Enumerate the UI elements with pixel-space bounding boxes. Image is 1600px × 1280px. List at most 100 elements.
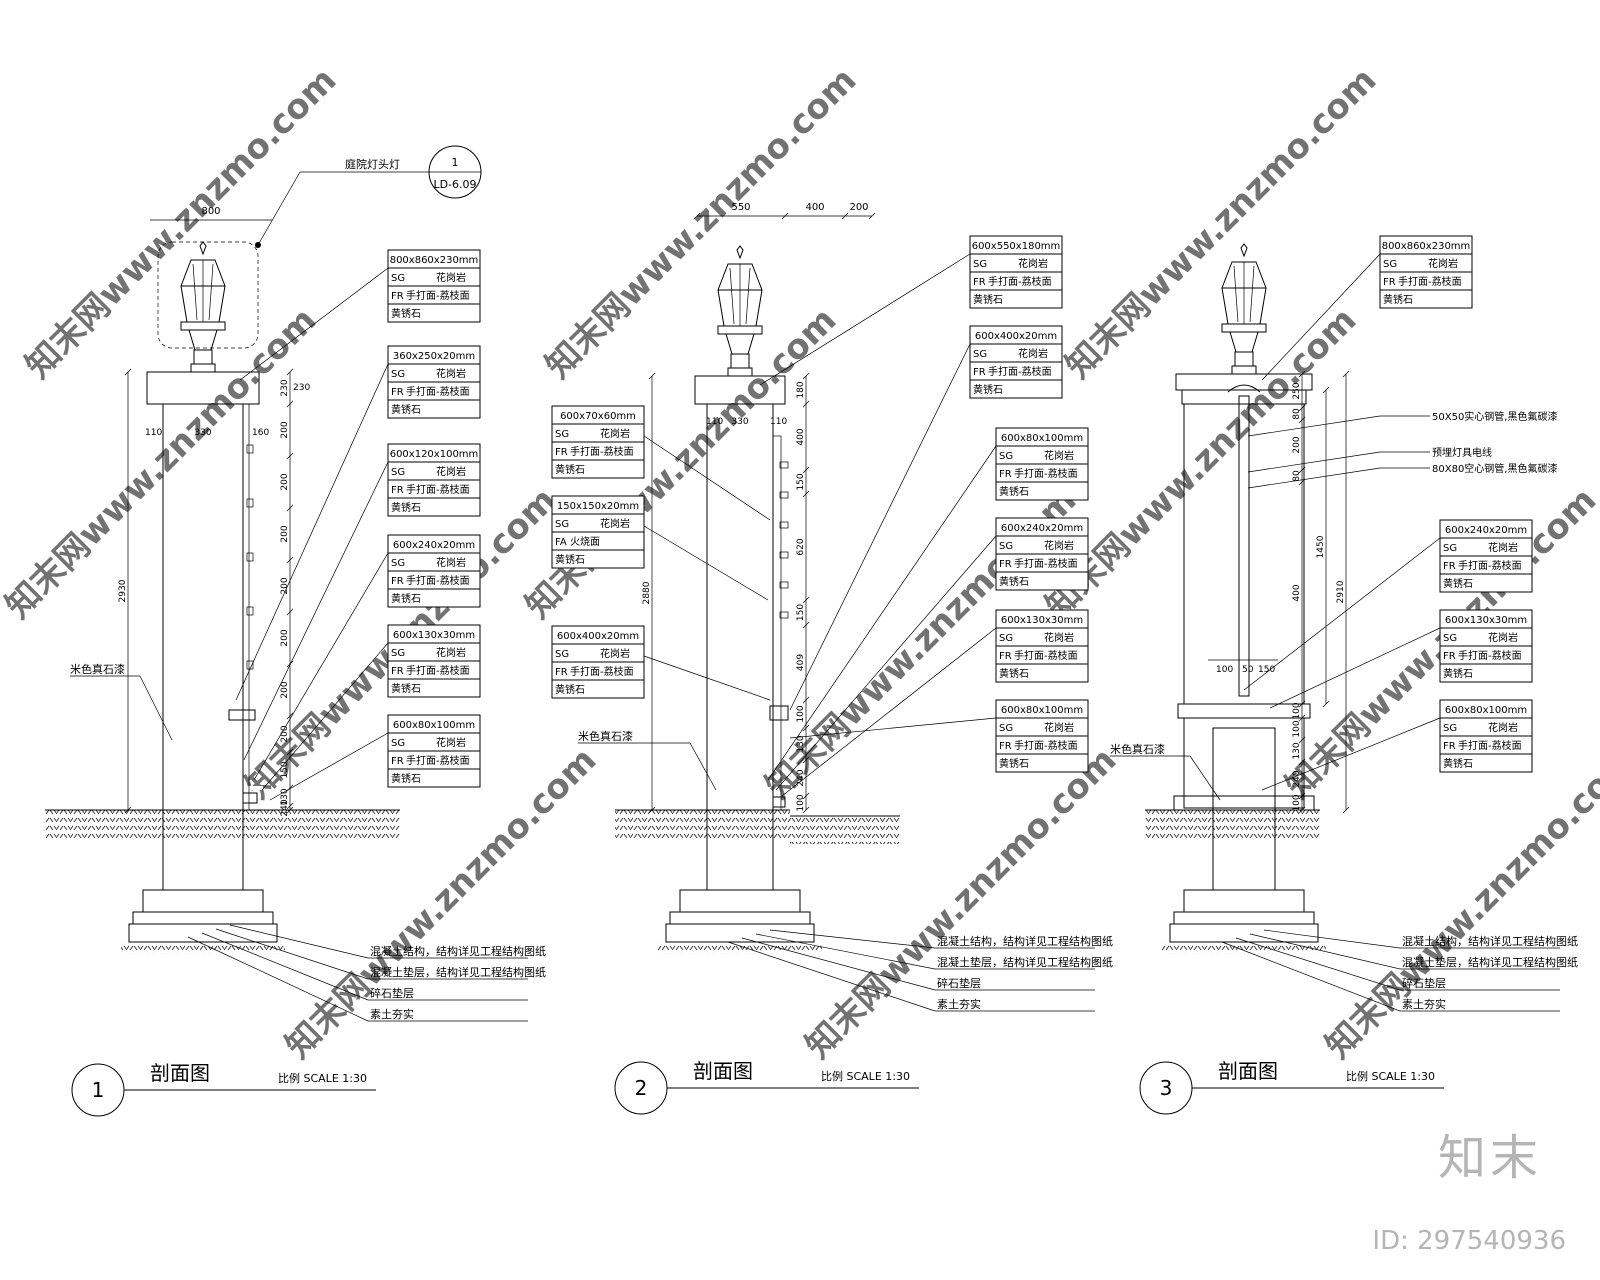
section-1: 1LD-6.09庭院灯头灯800293023020020020020020020…	[45, 145, 546, 1117]
leader-line	[643, 655, 771, 701]
spec-code: FR	[391, 291, 404, 302]
spec-text: 黄锈石	[999, 757, 1029, 770]
spec-text: 600x400x20mm	[975, 331, 1057, 342]
spec-text: 600x240x20mm	[1445, 525, 1527, 536]
spec-text: 600x80x100mm	[1001, 433, 1083, 444]
spec-text: 黄锈石	[1383, 293, 1413, 306]
dimension-label: 400	[805, 202, 824, 213]
spec-text: 黄锈石	[1443, 757, 1473, 770]
spec-table-cell	[387, 588, 481, 608]
side-label: 米色真石漆	[1110, 742, 1165, 756]
dimension-label: 100	[1292, 794, 1302, 811]
leader-line	[1261, 253, 1381, 381]
spec-text: 黄锈石	[391, 403, 421, 416]
lamp-icon	[717, 245, 763, 377]
dimension-label: 80	[1292, 470, 1302, 482]
spec-code: FR	[391, 576, 404, 587]
leader-line	[1261, 717, 1441, 791]
cladding-joint	[246, 444, 254, 454]
leader-line	[643, 435, 771, 521]
spec-table-cell	[1379, 289, 1473, 309]
base-note-text: 素土夯实	[937, 997, 981, 1011]
base-note-text: 混凝土垫层，结构详见工程结构图纸	[1402, 955, 1578, 969]
spec-value: 花岗岩	[1044, 721, 1074, 734]
cladding-joint	[779, 461, 789, 469]
spec-value: 花岗岩	[1488, 721, 1518, 734]
watermark-text: 知末网www.znzmo.com	[1278, 480, 1600, 806]
dimension-label: 150	[280, 761, 290, 778]
spec-value: 手打面-荔枝面	[988, 365, 1052, 378]
dimension-label: 240	[1292, 770, 1302, 787]
dimension-label: 409	[796, 654, 806, 671]
base-stone	[772, 796, 786, 808]
spec-value: 花岗岩	[600, 427, 630, 440]
dimension-chain: 2910	[1336, 370, 1350, 814]
band-stone	[769, 705, 789, 721]
spec-code: SG	[1443, 633, 1457, 644]
cladding-joint	[779, 491, 789, 499]
spec-value: 花岗岩	[1044, 449, 1074, 462]
dimension-label: 100	[796, 705, 806, 722]
dimension-label: 130	[796, 735, 806, 752]
base-note-text: 混凝土垫层，结构详见工程结构图纸	[937, 955, 1113, 969]
brand-logo: 知末	[1437, 1130, 1542, 1186]
spec-text: 黄锈石	[391, 501, 421, 514]
dimension-label: 110	[706, 417, 723, 427]
spec-value: 花岗岩	[600, 517, 630, 530]
spec-table-cell	[1439, 753, 1533, 773]
leader-line	[767, 445, 997, 781]
spec-code: FR	[391, 756, 404, 767]
spec-text: 黄锈石	[391, 307, 421, 320]
spec-value: 手打面-荔枝面	[1458, 649, 1522, 662]
spec-text: 黄锈石	[391, 592, 421, 605]
spec-text: 黄锈石	[1443, 667, 1473, 680]
base-note-text: 碎石垫层	[1402, 976, 1446, 990]
spec-text: 黄锈石	[555, 553, 585, 566]
cladding	[772, 435, 782, 811]
spec-table-cell	[1439, 663, 1533, 683]
watermark-text: 知末网www.znzmo.com	[1318, 740, 1600, 1066]
leader-line	[1247, 415, 1381, 437]
base-note-text: 混凝土垫层，结构详见工程结构图纸	[370, 965, 546, 979]
spec-text: 600x130x30mm	[1445, 615, 1527, 626]
spec-code: FR	[391, 485, 404, 496]
dimension-label: 200	[280, 725, 290, 742]
spec-value: 手打面-荔枝面	[1014, 649, 1078, 662]
spec-code: SG	[391, 369, 405, 380]
spec-code: SG	[973, 259, 987, 270]
spec-value: 花岗岩	[436, 465, 466, 478]
section-number: 3	[1160, 1076, 1173, 1100]
spec-text: 600x130x30mm	[393, 630, 475, 641]
dimension-label: 2880	[642, 581, 652, 604]
spec-text: 600x550x180mm	[972, 241, 1061, 252]
spec-code: SG	[1443, 723, 1457, 734]
dimension-label: 130	[1292, 742, 1302, 759]
leader-line	[269, 732, 389, 801]
spec-code: FR	[1443, 561, 1456, 572]
spec-table-cell	[995, 663, 1089, 683]
spec-value: 花岗岩	[1428, 257, 1458, 270]
spec-text: 黄锈石	[999, 575, 1029, 588]
spec-table-cell	[995, 481, 1089, 501]
dimension-label: 80	[1292, 408, 1302, 420]
section-title: 2剖面图比例 SCALE 1:30	[614, 1059, 919, 1115]
pillar-base	[1183, 717, 1305, 809]
spec-code: SG	[555, 519, 569, 530]
note-text: 预埋灯具电线	[1432, 446, 1492, 459]
watermark-text: 知末网www.znzmo.com	[798, 740, 1124, 1066]
spec-value: 手打面-荔枝面	[406, 483, 470, 496]
detail-box	[157, 241, 259, 349]
leader-line	[781, 627, 997, 797]
callout-ref: LD-6.09	[433, 178, 476, 191]
